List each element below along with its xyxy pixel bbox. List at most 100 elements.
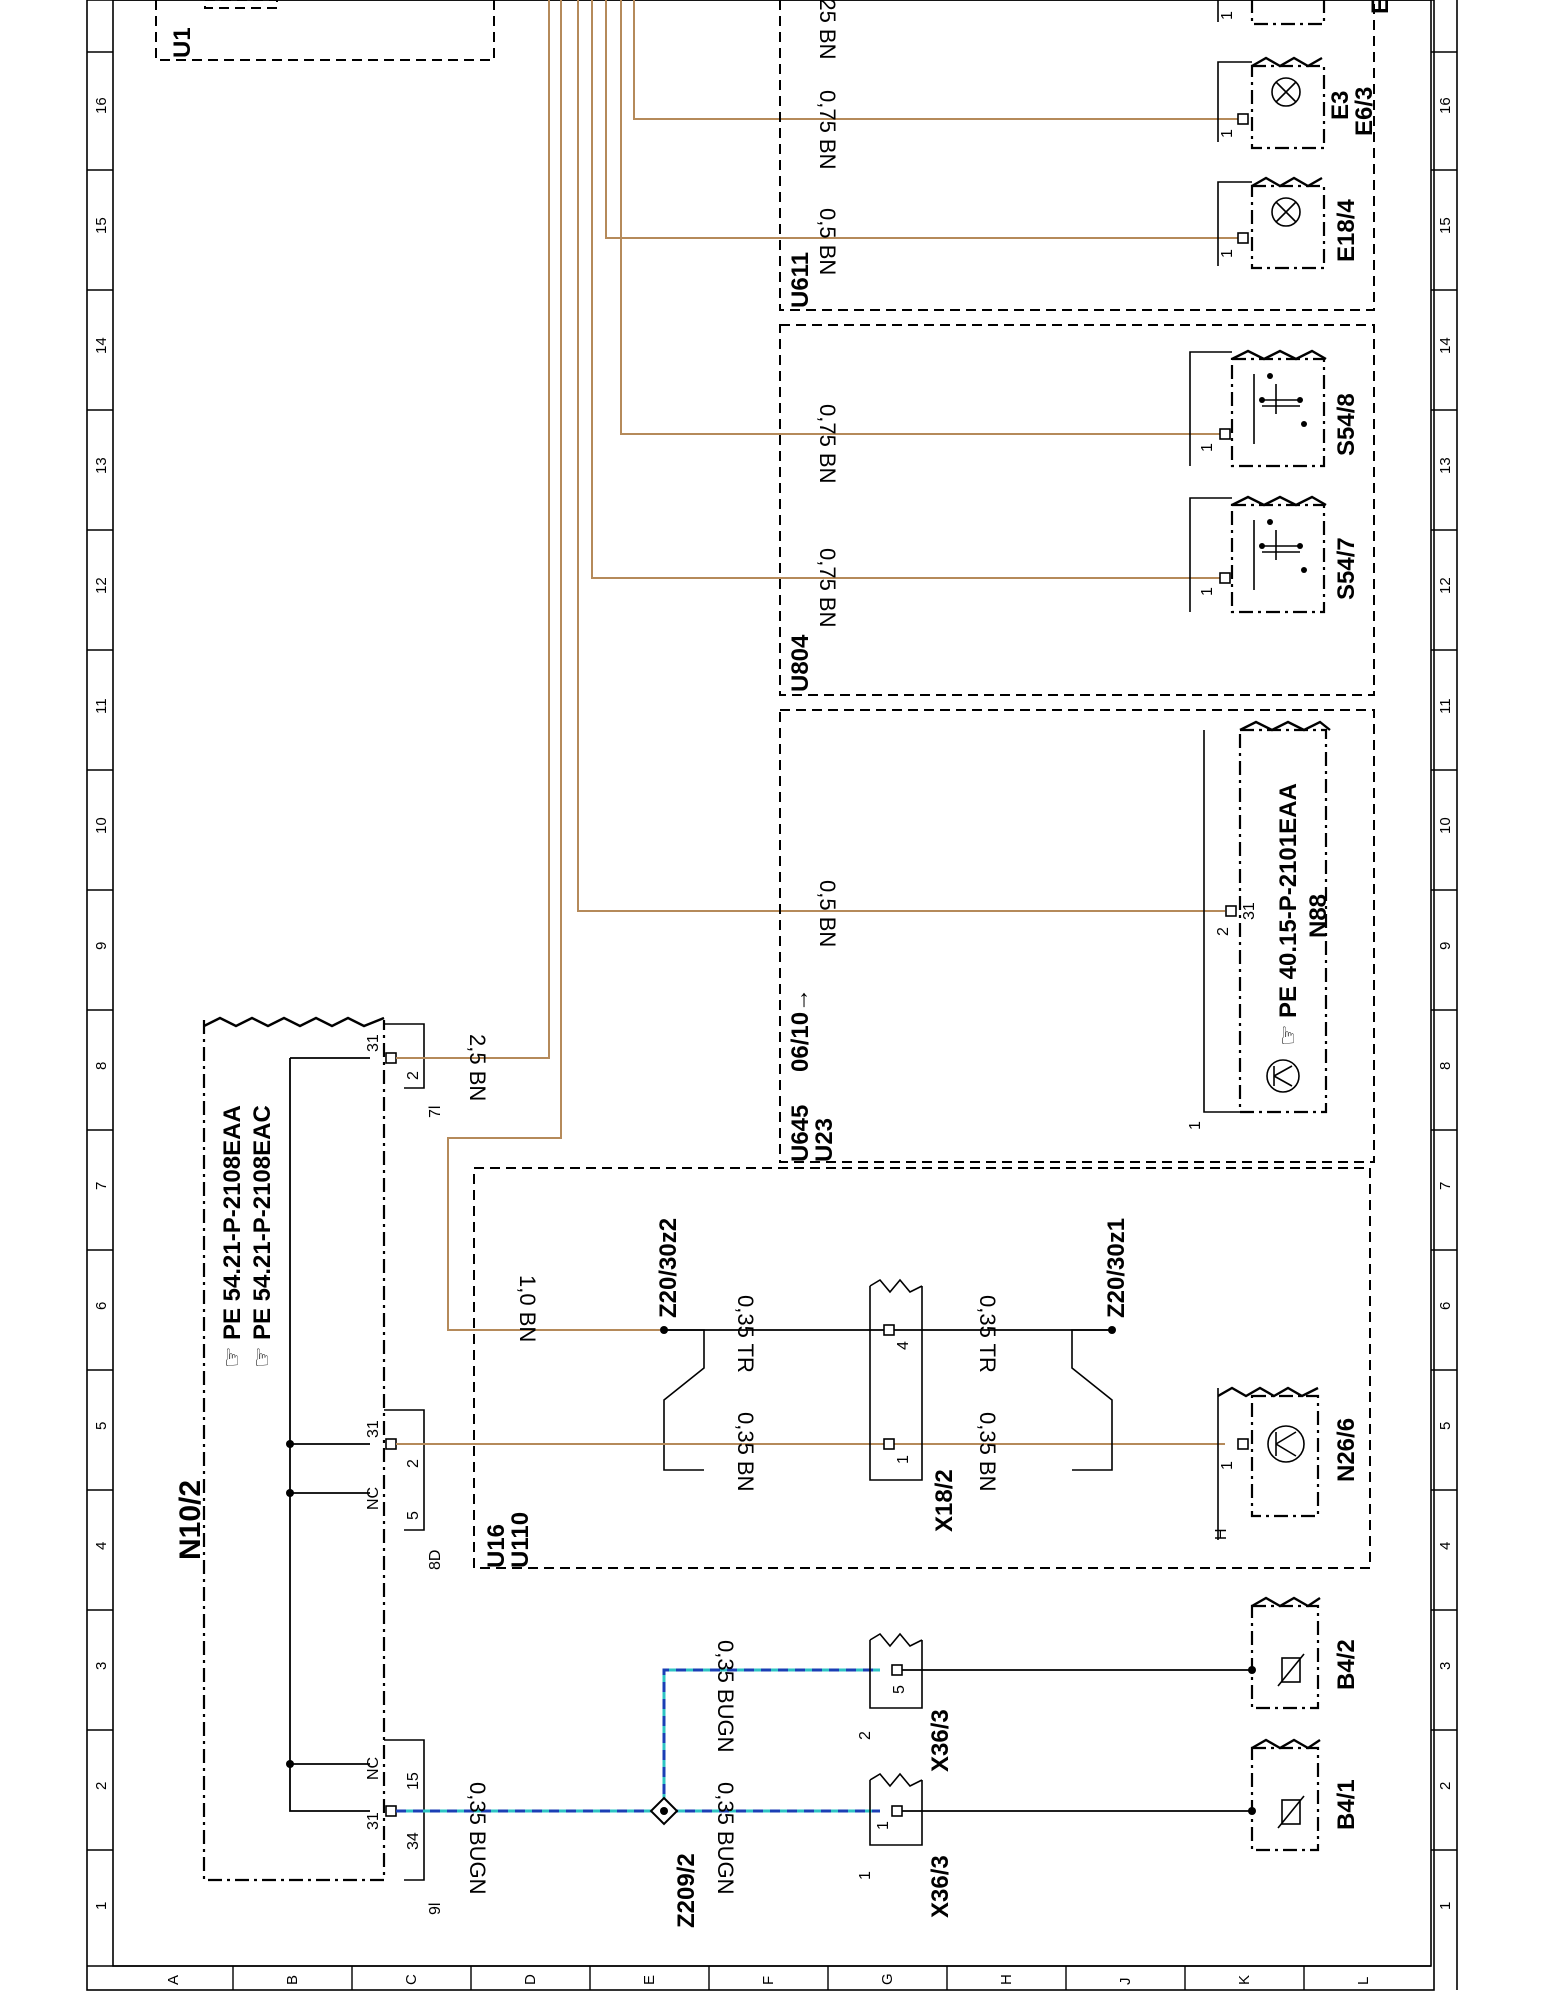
wire-0-5-bn-n88 bbox=[577, 0, 1225, 912]
pe-ref-2: ☞ PE 54.21-P-2108EAC bbox=[249, 1105, 276, 1368]
e18-4-label: E18/4 bbox=[1333, 199, 1360, 262]
s54-7-switch: 1 S54/7 bbox=[1189, 495, 1360, 614]
u110-label: U110 bbox=[507, 1512, 534, 1568]
pe-ref-3-text: PE 40.15-P-2101EAA bbox=[1275, 783, 1302, 1018]
e3-lamp: 1 E3 E6/3 bbox=[1217, 56, 1378, 150]
transistor-icon bbox=[1267, 1425, 1305, 1463]
brown-trunk-wires bbox=[400, 0, 1238, 1331]
pin-9l: 9l bbox=[427, 1903, 444, 1915]
grid-col-8-r: 8 bbox=[1437, 1062, 1454, 1070]
pin-34: 34 bbox=[405, 1832, 422, 1850]
grid-row-H: H bbox=[998, 1974, 1015, 1985]
u23-label: U23 bbox=[811, 1118, 838, 1162]
grid-col-12-r: 12 bbox=[1437, 577, 1454, 594]
wire-label-0-75-bn-e3: 0,75 BN bbox=[815, 90, 840, 170]
s547-pin-1: 1 bbox=[1199, 587, 1216, 596]
pin-nc-bot: NC bbox=[365, 1757, 382, 1780]
lamp-icon bbox=[1271, 197, 1301, 227]
wire-label-0-35-bn-b: 0,35 BN bbox=[975, 1412, 1000, 1492]
e6-3-label: E6/3 bbox=[1351, 87, 1378, 136]
wire-label-0-35-bn-a: 0,35 BN bbox=[733, 1412, 758, 1492]
u645-note: 06/10→ bbox=[787, 988, 814, 1072]
n26-6-label: N26/6 bbox=[1333, 1418, 1360, 1482]
grid-col-4-r: 4 bbox=[1437, 1542, 1454, 1550]
wire-label-bugn-c: 0,35 BUGN bbox=[713, 1640, 738, 1753]
u16-u110-module: U16 U110 1,0 BN Z20/30z2 0,35 TR 0,35 TR… bbox=[396, 1167, 1371, 1569]
grid-column-labels-right: 1 2 3 4 5 6 7 8 9 10 11 12 13 14 15 16 bbox=[1437, 97, 1454, 1910]
grid-col-5: 5 bbox=[93, 1422, 110, 1430]
z209-2-label: Z209/2 bbox=[673, 1853, 700, 1928]
grid-row-J: J bbox=[1117, 1978, 1134, 1986]
u804-label: U804 bbox=[787, 634, 814, 692]
wire-label-0-35-tr-a: 0,35 TR bbox=[733, 1295, 758, 1373]
grid-col-2-r: 2 bbox=[1437, 1782, 1454, 1790]
grid-col-12: 12 bbox=[93, 577, 110, 594]
e18-pin-1: 1 bbox=[1219, 249, 1236, 258]
grid-col-8: 8 bbox=[93, 1062, 110, 1070]
n88-component: 31 2 1 ☞ PE 40.15-P-2101EAA N88 bbox=[1187, 720, 1332, 1130]
wire-label-1-0-bn: 1,0 BN bbox=[515, 1275, 540, 1342]
grid-row-C: C bbox=[403, 1974, 420, 1985]
n10-2-module: N10/2 ☞ PE 54.21-P-2108EAA ☞ PE 54.21-P-… bbox=[174, 1016, 490, 1915]
grid-row-D: D bbox=[522, 1974, 539, 1985]
pin-7l: 7l bbox=[427, 1106, 444, 1118]
u611-module: U611 0,5 BN 0,75 BN 0,25 BN 1 E18/4 1 bbox=[779, 0, 1394, 311]
b4-2-label: B4/2 bbox=[1333, 1639, 1360, 1690]
grid-col-14: 14 bbox=[93, 337, 110, 354]
x36-3-connector-a: 1 1 X36/3 bbox=[857, 1772, 954, 1918]
pe-ref-2-text: PE 54.21-P-2108EAC bbox=[249, 1105, 276, 1340]
pin-15: 15 bbox=[405, 1772, 422, 1790]
b4-2-sensor: B4/2 bbox=[1250, 1596, 1360, 1710]
wire-0-75-bn-e3 bbox=[633, 0, 1238, 120]
n88-pin-31: 31 bbox=[1241, 902, 1258, 920]
pin-5-mid: 5 bbox=[405, 1511, 422, 1520]
pin-2-top: 2 bbox=[405, 1071, 422, 1080]
grid-row-G: G bbox=[879, 1973, 896, 1985]
e3-label: E3 bbox=[1327, 91, 1354, 120]
grid-col-9: 9 bbox=[93, 942, 110, 950]
bottom-section: 0,35 BUGN 0,35 BUGN 0,35 BUGN Z209/2 1 1… bbox=[396, 1596, 1360, 1928]
grid-col-3: 3 bbox=[93, 1662, 110, 1670]
n88-pin-1: 1 bbox=[1187, 1121, 1204, 1130]
n88-pin-2: 2 bbox=[1215, 927, 1232, 936]
z209-2-splice: Z209/2 bbox=[649, 1796, 700, 1928]
s54-8-label: S54/8 bbox=[1333, 393, 1360, 456]
x18-2-connector: 4 1 X18/2 bbox=[869, 1278, 958, 1532]
resistor-icon bbox=[1277, 1653, 1305, 1687]
pe-ref-1-text: PE 54.21-P-2108EAA bbox=[219, 1105, 246, 1340]
grid-col-10-r: 10 bbox=[1437, 817, 1454, 834]
z20-30z1-label: Z20/30z1 bbox=[1103, 1218, 1130, 1318]
grid-row-A: A bbox=[165, 1975, 182, 1985]
x36b-pin-5: 5 bbox=[891, 1685, 908, 1694]
x36b-pin-2: 2 bbox=[857, 1731, 874, 1740]
s54-8-switch: 1 S54/8 bbox=[1189, 349, 1360, 468]
grid-col-15: 15 bbox=[93, 217, 110, 234]
wire-label-bugn-b: 0,35 BUGN bbox=[713, 1782, 738, 1895]
x36-3-label-a: X36/3 bbox=[927, 1855, 954, 1918]
wire-label-bugn-a: 0,35 BUGN bbox=[465, 1782, 490, 1895]
lamp-icon bbox=[1271, 77, 1301, 107]
e3-pin-1: 1 bbox=[1219, 129, 1236, 138]
grid-col-6: 6 bbox=[93, 1302, 110, 1310]
u1-label: U1 bbox=[169, 27, 196, 58]
grid-col-13-r: 13 bbox=[1437, 457, 1454, 474]
grid-col-1-r: 1 bbox=[1437, 1902, 1454, 1910]
wire-1-0-bn bbox=[447, 0, 660, 1331]
wire-2-5-bn bbox=[400, 0, 550, 1059]
n26-6-component: 1 H N26/6 bbox=[1213, 1386, 1360, 1540]
transistor-icon bbox=[1266, 1059, 1300, 1093]
wire-label-0-5-bn-e18: 0,5 BN bbox=[815, 208, 840, 275]
grid-col-6-r: 6 bbox=[1437, 1302, 1454, 1310]
grid-col-13: 13 bbox=[93, 457, 110, 474]
grid-col-2: 2 bbox=[93, 1782, 110, 1790]
grid-col-4: 4 bbox=[93, 1542, 110, 1550]
n10-2-label: N10/2 bbox=[174, 1480, 207, 1560]
grid-col-10: 10 bbox=[93, 817, 110, 834]
switch-icon bbox=[1253, 373, 1307, 444]
hand-pointer-icon: ☞ bbox=[1275, 1024, 1302, 1046]
grid-col-7: 7 bbox=[93, 1182, 110, 1190]
pin-8d: 8D bbox=[427, 1550, 444, 1570]
n26-pin-h: H bbox=[1213, 1528, 1230, 1540]
u611-label: U611 bbox=[787, 252, 814, 308]
